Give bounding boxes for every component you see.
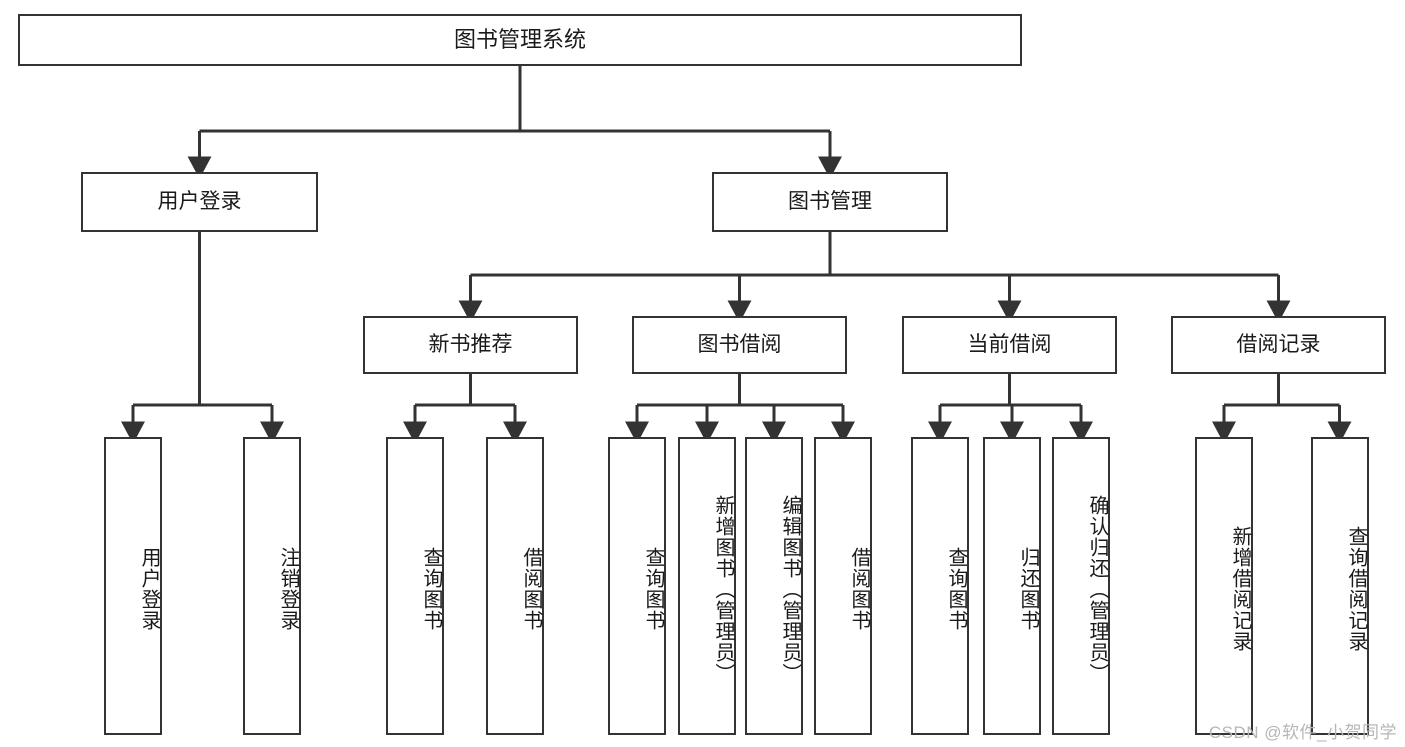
edges-bookborrow-to-leaves (625, 374, 855, 444)
node-borrow-record[interactable]: 借阅记录 (1171, 316, 1386, 374)
node-label: 归还图书 (1017, 547, 1039, 631)
node-leaf-logout[interactable]: 注销登录 (243, 437, 301, 735)
edges-currentborrow-to-leaves (928, 374, 1093, 444)
node-label: 注销登录 (277, 547, 299, 631)
node-leaf-add-record[interactable]: 新增借阅记录 (1195, 437, 1253, 735)
node-book-borrow[interactable]: 图书借阅 (632, 316, 847, 374)
node-label: 查询图书 (642, 547, 664, 631)
node-leaf-query-book-3[interactable]: 查询图书 (911, 437, 969, 735)
edges-bookmanage-to-level2 (458, 232, 1291, 323)
node-label: 图书管理 (788, 189, 872, 213)
edges-borrowrecord-to-leaves (1212, 374, 1352, 444)
node-label: 图书管理系统 (453, 27, 586, 53)
node-label: 查询图书 (945, 547, 967, 631)
node-leaf-edit-book[interactable]: 编辑图书（管理员） (745, 437, 803, 735)
node-label: 新书推荐 (428, 332, 513, 356)
node-user-login[interactable]: 用户登录 (81, 172, 318, 232)
node-leaf-borrow-book-2[interactable]: 借阅图书 (814, 437, 872, 735)
node-leaf-user-login[interactable]: 用户登录 (104, 437, 162, 735)
node-label: 用户登录 (157, 189, 242, 213)
node-label: 新增图书（管理员） (712, 494, 734, 684)
edges-userlogin-to-leaves (121, 232, 284, 444)
node-new-book-rec[interactable]: 新书推荐 (363, 316, 578, 374)
node-leaf-query-record[interactable]: 查询借阅记录 (1311, 437, 1369, 735)
node-label: 编辑图书（管理员） (779, 494, 801, 684)
node-leaf-return-book[interactable]: 归还图书 (983, 437, 1041, 735)
node-leaf-confirm-return[interactable]: 确认归还（管理员） (1052, 437, 1110, 735)
node-label: 图书借阅 (697, 332, 782, 356)
edges-newbook-to-leaves (403, 374, 527, 444)
node-label: 查询借阅记录 (1345, 526, 1367, 652)
node-label: 查询图书 (420, 547, 442, 631)
node-leaf-add-book[interactable]: 新增图书（管理员） (678, 437, 736, 735)
node-leaf-query-book-1[interactable]: 查询图书 (386, 437, 444, 735)
node-leaf-query-book-2[interactable]: 查询图书 (608, 437, 666, 735)
node-label: 新增借阅记录 (1229, 526, 1251, 652)
node-current-borrow[interactable]: 当前借阅 (902, 316, 1117, 374)
node-label: 借阅图书 (848, 547, 870, 631)
node-label: 当前借阅 (967, 332, 1052, 356)
node-label: 确认归还（管理员） (1086, 494, 1108, 684)
node-root-system[interactable]: 图书管理系统 (18, 14, 1022, 66)
node-label: 借阅记录 (1236, 332, 1321, 356)
node-label: 用户登录 (138, 547, 160, 631)
edges-root-to-level1 (187, 66, 842, 179)
node-label: 借阅图书 (520, 547, 542, 631)
node-leaf-borrow-book-1[interactable]: 借阅图书 (486, 437, 544, 735)
node-book-manage[interactable]: 图书管理 (712, 172, 948, 232)
